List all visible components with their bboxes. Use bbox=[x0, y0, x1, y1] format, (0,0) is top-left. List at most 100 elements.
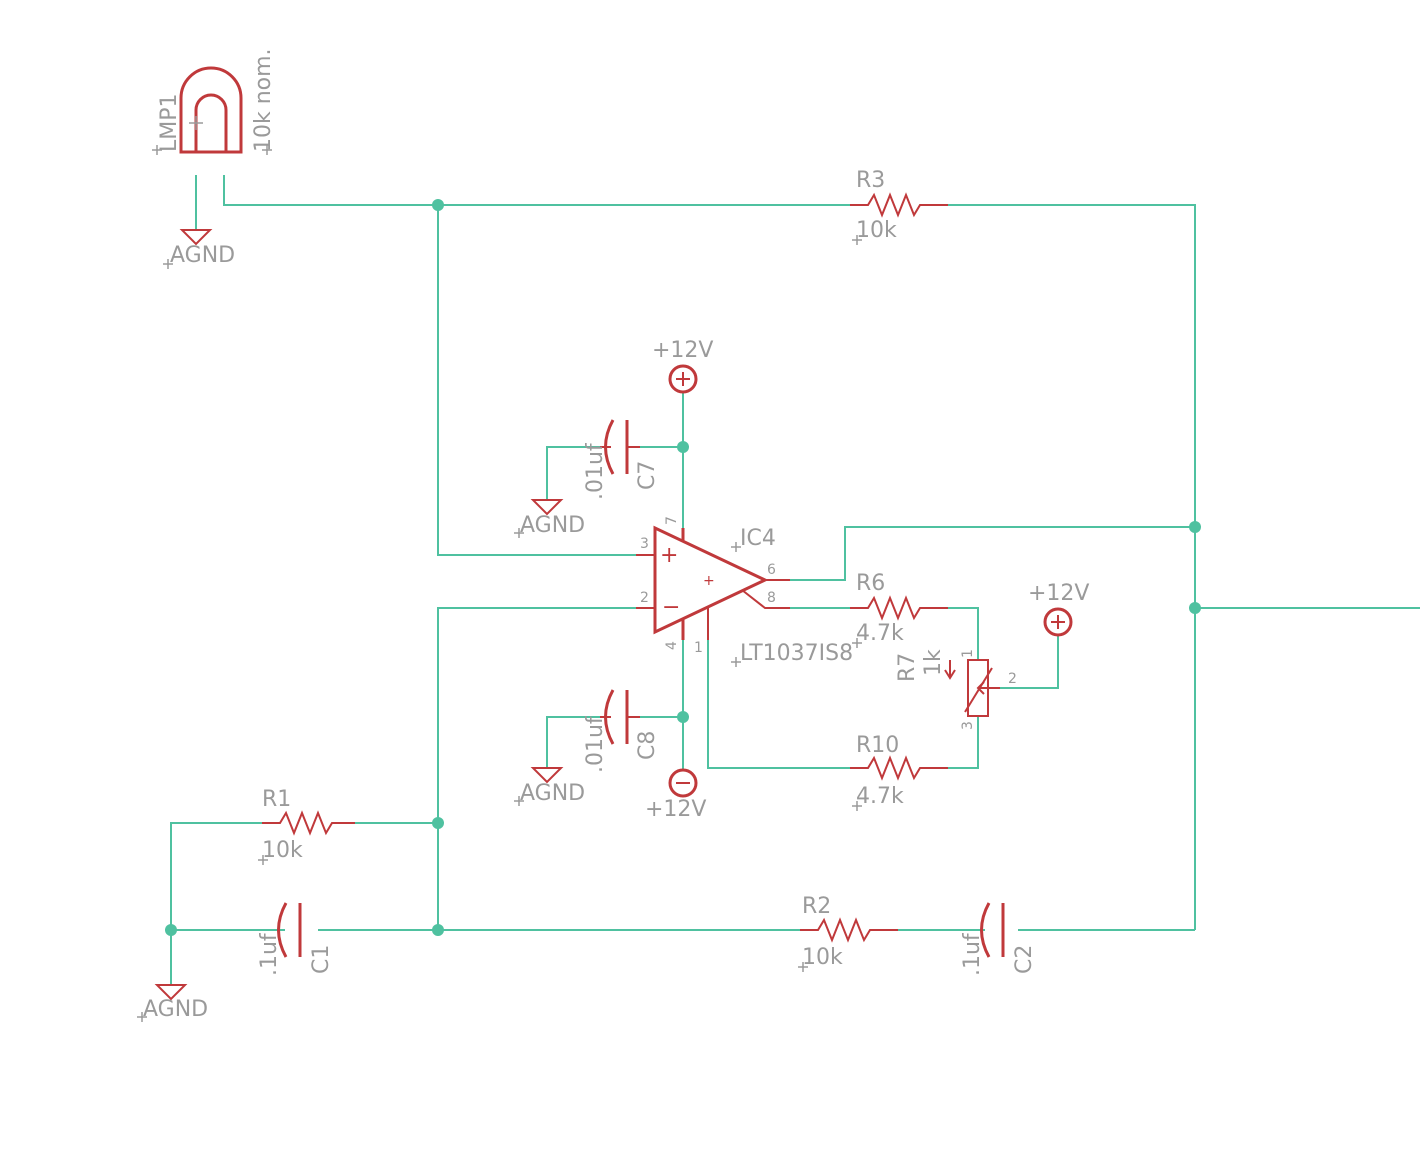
lamp-bulb-inner bbox=[194, 93, 228, 152]
r2-value-label: 10k bbox=[802, 945, 843, 970]
wire-output-pin6 bbox=[765, 526, 1195, 581]
agnd-symbol-c7: AGND bbox=[514, 499, 585, 538]
r1-name-label: R1 bbox=[262, 787, 291, 812]
r6-value-label: 4.7k bbox=[856, 621, 904, 646]
ic4-name-label: IC4 bbox=[740, 526, 776, 551]
ic4-pin8-label: 8 bbox=[767, 590, 776, 606]
c2-name-label: C2 bbox=[1012, 945, 1037, 974]
r7-pin1-label: 1 bbox=[960, 649, 976, 658]
r6-name-label: R6 bbox=[856, 571, 885, 596]
wire-c8-to-agnd bbox=[546, 716, 600, 768]
r10-value-label: 4.7k bbox=[856, 784, 904, 809]
opamp-minus-sign: − bbox=[662, 595, 680, 620]
r1-value-label: 10k bbox=[262, 838, 303, 863]
opamp-plus-sign: + bbox=[660, 543, 678, 568]
junction-dot bbox=[165, 924, 177, 936]
ground-icon bbox=[154, 984, 188, 1001]
ic4-pin3-label: 3 bbox=[640, 536, 649, 552]
r3-name-label: R3 bbox=[856, 168, 885, 193]
ic4-value-label: LT1037IS8 bbox=[740, 641, 853, 666]
power-label: +12V bbox=[645, 797, 706, 822]
agnd-symbol-bottom: AGND bbox=[137, 984, 208, 1022]
c2-value-label: .1uf bbox=[960, 932, 985, 976]
ground-icon bbox=[530, 767, 564, 784]
resistor-zigzag bbox=[800, 917, 898, 943]
power-label: +12V bbox=[652, 338, 713, 363]
power-12v-top: +12V bbox=[652, 338, 713, 394]
wire-node-to-noninv-input bbox=[437, 205, 655, 556]
junction-dot bbox=[432, 817, 444, 829]
junction-dot bbox=[677, 711, 689, 723]
resistor-zigzag bbox=[850, 755, 948, 781]
opamp-ic4: + − + 3 2 7 4 6 8 1 IC4 LT1037IS8 bbox=[636, 516, 853, 667]
r3-value-label: 10k bbox=[856, 218, 897, 243]
c8-name-label: C8 bbox=[635, 731, 660, 760]
wire-r6-to-r7 bbox=[948, 607, 979, 660]
r7-value-label: 1k bbox=[921, 649, 946, 676]
wire-lamp-to-node bbox=[223, 175, 438, 206]
resistor-zigzag bbox=[850, 192, 948, 218]
junction-dot bbox=[677, 441, 689, 453]
wire-r1-left bbox=[170, 822, 262, 930]
r7-name-label: R7 bbox=[895, 653, 920, 682]
capacitor-c7: .01uf C7 bbox=[583, 419, 660, 500]
resistor-r10: R10 4.7k bbox=[850, 733, 948, 811]
junction-dot bbox=[432, 199, 444, 211]
power-label: +12V bbox=[1028, 581, 1089, 606]
lmp1-name-label: LMP1 bbox=[157, 93, 182, 152]
opamp-center-plus: + bbox=[703, 573, 715, 589]
power-plus-icon bbox=[1043, 607, 1073, 637]
c8-value-label: .01uf bbox=[583, 715, 608, 773]
power-12v-neg: +12V bbox=[645, 768, 706, 822]
agnd-label: AGND bbox=[520, 781, 585, 806]
power-minus-icon bbox=[668, 768, 698, 798]
agnd-label: AGND bbox=[143, 997, 208, 1022]
capacitor-c1: .1uf C1 bbox=[257, 902, 334, 976]
agnd-label: AGND bbox=[520, 513, 585, 538]
resistor-zigzag bbox=[262, 810, 355, 836]
c7-name-label: C7 bbox=[635, 461, 660, 490]
agnd-symbol-lamp: AGND bbox=[163, 229, 235, 269]
wire-r7-wiper-to-12v bbox=[1000, 636, 1059, 689]
wires bbox=[170, 175, 1420, 985]
wire-r3-to-output-bus bbox=[948, 204, 1196, 930]
agnd-symbol-c8: AGND bbox=[514, 767, 585, 806]
capacitor-c2: .1uf C2 bbox=[960, 902, 1037, 976]
c1-value-label: .1uf bbox=[257, 932, 282, 976]
resistor-zigzag bbox=[850, 595, 948, 621]
junction-dot bbox=[1189, 602, 1201, 614]
wire-c7-to-agnd bbox=[546, 446, 600, 500]
lamp-lmp1: LMP1 10k nom. bbox=[152, 48, 276, 155]
resistor-r1: R1 10k bbox=[258, 787, 355, 865]
r7-pin3-label: 3 bbox=[960, 721, 976, 730]
opamp-triangle bbox=[653, 525, 769, 635]
cap-plate-curved bbox=[980, 902, 991, 958]
junction-dot bbox=[1189, 521, 1201, 533]
ground-icon bbox=[530, 499, 564, 516]
ic4-pin6-label: 6 bbox=[767, 562, 776, 578]
junctions bbox=[165, 199, 1201, 936]
lmp1-value-label: 10k nom. bbox=[251, 48, 276, 152]
wire-r10-to-pin1 bbox=[707, 640, 850, 769]
cap-plate-curved bbox=[277, 902, 288, 958]
r2-name-label: R2 bbox=[802, 894, 831, 919]
capacitor-c8: .01uf C8 bbox=[583, 689, 660, 773]
c7-value-label: .01uf bbox=[583, 442, 608, 500]
ic4-pin7-label: 7 bbox=[664, 516, 680, 525]
c1-name-label: C1 bbox=[309, 945, 334, 974]
power-plus-icon bbox=[668, 364, 698, 394]
power-12v-r7: +12V bbox=[1028, 581, 1089, 637]
ic4-pin1-label: 1 bbox=[694, 640, 703, 656]
resistor-r3: R3 10k bbox=[850, 168, 948, 245]
junction-dot bbox=[432, 924, 444, 936]
wire-r7-to-r10 bbox=[948, 716, 979, 769]
potentiometer-r7: R7 1k 1 2 3 bbox=[895, 649, 1017, 730]
r7-pin2-label: 2 bbox=[1008, 671, 1017, 687]
ic4-pin4-label: 4 bbox=[664, 641, 680, 650]
agnd-label: AGND bbox=[170, 243, 235, 268]
ic4-pin2-label: 2 bbox=[640, 590, 649, 606]
ground-icon bbox=[179, 229, 213, 246]
lamp-bulb-outer bbox=[179, 66, 243, 154]
r10-name-label: R10 bbox=[856, 733, 899, 758]
